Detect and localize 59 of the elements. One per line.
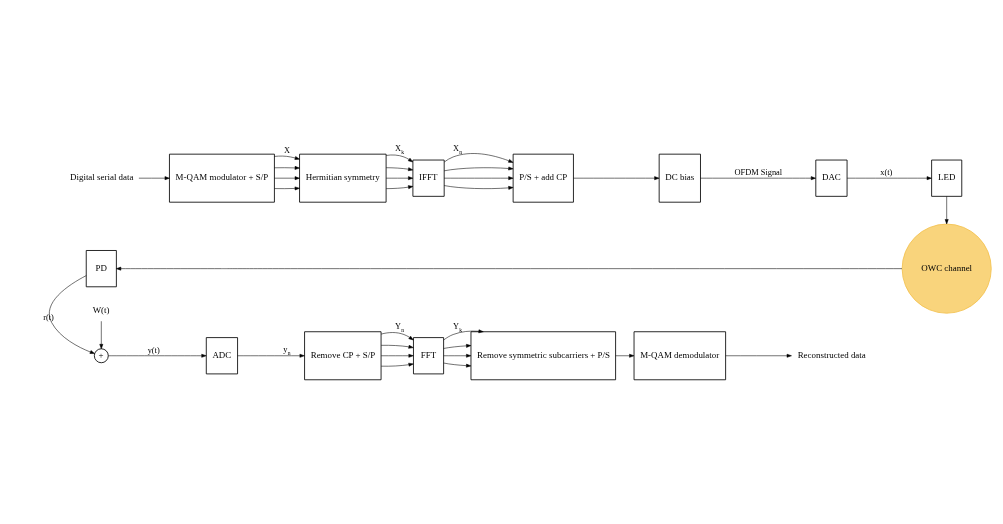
arrow [274,186,300,190]
node-box: M-QAM demodulator [633,330,727,380]
node-box: P/S + add CP [512,153,574,203]
arrow [274,155,300,160]
arrow [443,353,472,358]
node-circle: OWC channel [901,223,992,314]
arrow [444,152,514,163]
arrow [443,362,472,367]
edge-label: x(t) [880,167,893,177]
arrow [846,175,932,180]
arrow [443,184,514,190]
edge-label: Y$_{n}$ [395,321,404,333]
edge-label: OFDM Signal [734,167,783,177]
edge-label: y(t) [147,345,160,355]
node-box: Remove CP + S/P [304,330,382,380]
arrow [380,344,414,349]
arrow [108,353,207,358]
arrow [380,353,414,358]
arrow [274,165,300,170]
node-box: DAC [815,159,848,197]
arrow [138,175,170,180]
arrow [700,175,816,180]
arrow [237,353,305,358]
node-box: IFFT [412,159,445,197]
arrow [385,166,414,171]
node-box: ADC [205,336,238,374]
arrow [443,343,472,349]
arrow [573,175,660,180]
node-circle: + [93,347,109,363]
edge-label: X$_{n}$ [453,143,463,155]
node-box: M-QAM modulator + S/P [169,153,275,203]
arrow [99,320,104,349]
arrow [944,195,949,224]
edge-label: Y$_{k}$ [453,321,463,333]
arrow [380,362,414,366]
arrow [443,175,514,180]
node-text: Reconstructed data [797,349,866,360]
node-box: Hermitian symmetry [299,153,387,203]
node-box: PD [85,249,117,287]
arrow [49,274,95,354]
arrow [385,184,414,189]
arrow [274,175,300,180]
arrow [385,154,414,162]
node-text: W(t) [92,304,110,315]
arrow [443,328,484,340]
edge-label: X$_{k}$ [395,143,404,155]
arrow [725,353,792,358]
arrow [116,266,903,270]
edge-label: y$_{n}$ [283,344,291,356]
node-box: FFT [413,336,445,374]
arrow [443,166,514,171]
arrow [615,353,635,358]
node-box: LED [931,159,963,197]
node-text: Digital serial data [70,171,134,182]
edge-label: X [283,145,290,155]
arrow [385,175,414,180]
arrow [380,331,414,340]
edge-label: r(t) [43,312,54,322]
node-box: DC bias [658,153,701,203]
